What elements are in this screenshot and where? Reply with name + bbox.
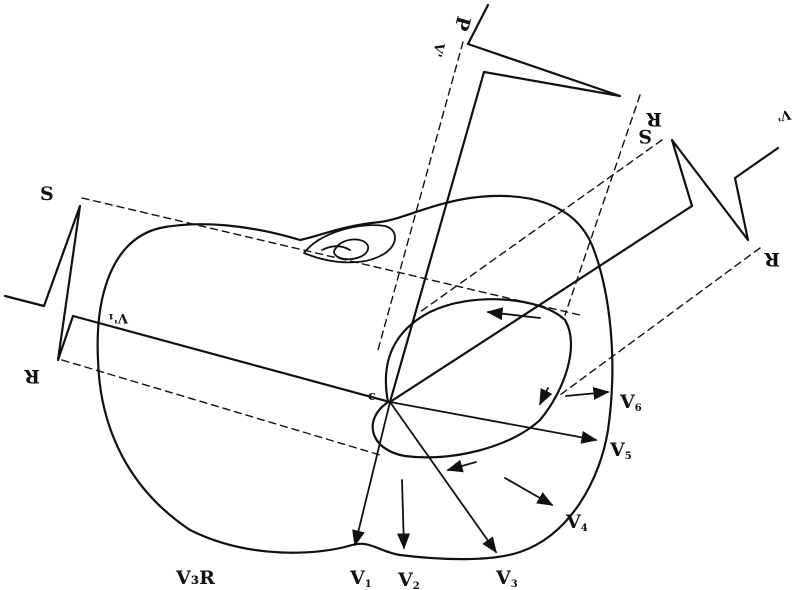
proj-s-right [419,139,663,313]
label-v-prime-right: V' [775,106,792,123]
proj-r-left [61,359,381,456]
label-center: c [368,389,376,404]
label-v5: V5 [609,439,632,462]
vector-v5 [389,401,598,444]
loop-arrow-top [486,307,541,321]
qrs-loop [371,298,573,459]
proj-s-left [81,197,581,316]
right-tracing [670,138,780,242]
axis-right [388,204,694,404]
label-v4: V4 [565,511,588,534]
vector-v2 [397,479,411,550]
label-v3r: V₃R [175,567,215,589]
loop-arrow-right [539,387,553,406]
label-r-right: R [764,248,780,270]
vertebra-outline [303,224,396,264]
proj-r-right [559,247,761,396]
label-r-left: R [24,365,40,387]
loop-arrow-bottom [446,459,477,473]
label-p-top: P [449,14,474,34]
vector-v4 [504,477,554,506]
label-v3: V3 [495,567,518,590]
top-tracing [466,3,622,98]
left-tracing [3,204,82,362]
label-v6: V6 [619,391,642,414]
axis-v1prime-left [71,314,392,404]
label-r-top: R [646,108,662,130]
vertebra-inner-loop [321,245,351,251]
axis-top [388,70,486,404]
torso-outline [96,194,614,561]
proj-p-top-b [564,94,641,316]
vector-v3 [389,401,497,554]
label-s-left: S [40,183,54,205]
label-s-right: S [638,125,652,147]
vector-v1 [352,401,391,547]
label-v2: V2 [397,569,420,590]
vector-v6 [565,386,610,400]
label-v1prime-left: V'₁ [108,310,129,325]
label-v1: V1 [349,567,372,590]
proj-p-top-a [377,41,464,351]
label-v-prime-top: V' [428,40,446,58]
vertebra-inner [333,238,369,261]
